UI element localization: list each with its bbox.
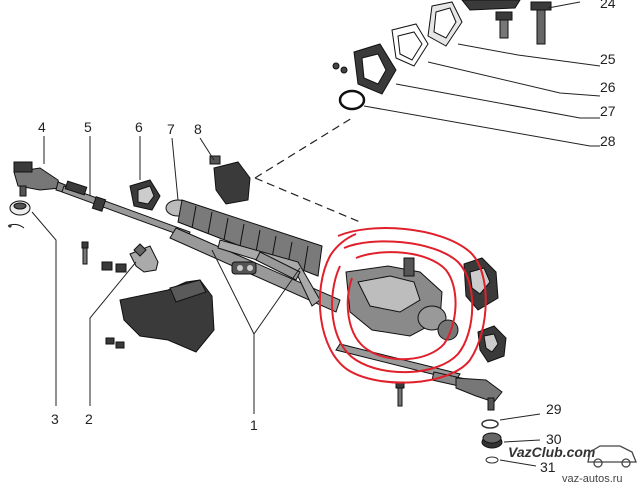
- callout-26: 26: [600, 79, 616, 95]
- part-26-gasket: [391, 23, 429, 67]
- part-24-nut: [495, 11, 513, 39]
- leader-24: [547, 1, 581, 9]
- callout-27: 27: [600, 103, 616, 119]
- vazclub-watermark-logo: VazClub.com: [508, 444, 637, 468]
- leader-31: [499, 459, 537, 467]
- callout-6: 6: [135, 119, 143, 135]
- callout-2: 2: [85, 411, 93, 427]
- leader-27: [395, 83, 600, 119]
- part-25-cover-plate: [427, 1, 463, 47]
- nuts-small-left: [101, 261, 127, 273]
- leader-3: [31, 211, 57, 406]
- steering-gear-housing: [335, 257, 461, 381]
- vazclub-watermark-text: VazClub.com: [508, 444, 595, 460]
- part-6-bushing: [129, 179, 161, 211]
- site-watermark-text: vaz-autos.ru: [562, 473, 623, 485]
- rack-mounting-clip: [231, 261, 257, 275]
- callout-3: 3: [51, 411, 59, 427]
- mounting-plate: [119, 279, 215, 353]
- part-27-plate: [353, 43, 397, 95]
- leader-26: [427, 61, 601, 97]
- callout-8: 8: [194, 121, 202, 137]
- callout-29: 29: [546, 401, 562, 417]
- right-tie-rod-end: [431, 371, 503, 411]
- right-lower-bushing: [477, 325, 507, 363]
- part-28-o-ring: [338, 89, 366, 111]
- rack-boot-bellows: [177, 199, 323, 277]
- callout-31: 31: [540, 459, 556, 475]
- leader-28: [363, 105, 600, 147]
- callout-4: 4: [38, 119, 46, 135]
- cotter-pin: [7, 223, 25, 229]
- leader-2: [89, 261, 137, 406]
- assembly-dash-line-lower: [254, 177, 361, 223]
- top-cover-fragment: [461, 0, 521, 11]
- part-30-nut: [481, 432, 503, 449]
- car-logo-icon: [587, 445, 637, 463]
- nuts-bottom-left: [105, 337, 125, 349]
- part-31-washer: [485, 456, 499, 464]
- callout-5: 5: [84, 119, 92, 135]
- leader-25: [457, 43, 601, 67]
- part-24-bolt: [530, 1, 552, 45]
- assembly-dash-line-upper: [254, 117, 353, 179]
- leader-7: [171, 137, 179, 201]
- callout-30: 30: [546, 431, 562, 447]
- leader-29: [499, 413, 541, 421]
- callout-7: 7: [167, 121, 175, 137]
- callout-28: 28: [600, 133, 616, 149]
- part-4-nut: [9, 200, 31, 216]
- leader-1: [211, 249, 301, 414]
- red-annotation-circles: [319, 227, 487, 384]
- bolt-small-left: [81, 241, 89, 265]
- leader-8: [199, 137, 215, 161]
- part-2-bracket: [129, 243, 159, 273]
- bolt-small-center: [395, 381, 405, 407]
- callout-1: 1: [250, 417, 258, 433]
- part-5-tie-rod-left: [61, 180, 191, 239]
- callout-24: 24: [600, 0, 616, 11]
- leader-30: [503, 439, 541, 443]
- small-washers-upper: [332, 62, 348, 74]
- part-8-bushing: [209, 155, 251, 205]
- part-29-ring: [481, 419, 499, 429]
- callout-25: 25: [600, 51, 616, 67]
